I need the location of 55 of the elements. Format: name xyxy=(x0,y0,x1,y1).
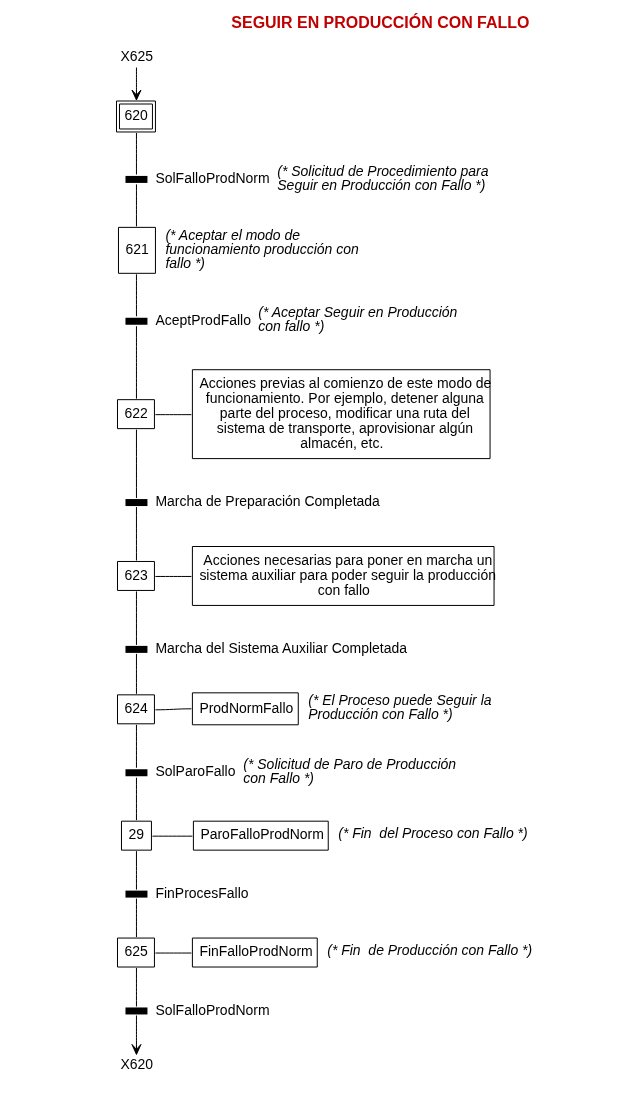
connector xyxy=(135,183,137,227)
node-text: X625 xyxy=(119,47,153,64)
node-box: Acciones necesarias para poner en marcha un sistema auxiliar para poder seguir la producción con fallo xyxy=(191,546,495,606)
node-label: (* Fin de Producción con Fallo *) xyxy=(326,942,532,959)
connector xyxy=(135,273,137,317)
connector xyxy=(135,850,137,891)
connector xyxy=(154,708,192,711)
arrow xyxy=(130,1014,141,1055)
node-box: FinFalloProdNorm xyxy=(191,937,318,968)
connector xyxy=(135,325,137,400)
connector xyxy=(135,590,137,646)
node-label: SolFalloProdNorm xyxy=(154,170,270,187)
connector xyxy=(154,414,192,416)
node-bar xyxy=(125,317,147,325)
node-box: 625 xyxy=(116,937,155,968)
node-label: Marcha de Preparación Completada xyxy=(154,493,380,510)
node-box: 623 xyxy=(116,561,155,591)
node-label: SolParoFallo xyxy=(154,763,235,780)
node-label: (* Aceptar Seguir en Producción con fallo *) xyxy=(257,304,457,335)
node-bar xyxy=(125,645,147,653)
node-label: SolFalloProdNorm xyxy=(154,1001,270,1018)
arrow xyxy=(130,67,141,101)
diagram-title: SEGUIR EN PRODUCCIÓN CON FALLO xyxy=(230,14,529,32)
node-box: Acciones previas al comienzo de este modo de funcionamiento. Por ejemplo, detener alguna parte del proceso, modificar una ruta del sistema de transporte, aprovisionar algún almacén, etc. xyxy=(191,369,491,460)
node-label: Marcha del Sistema Auxiliar Completada xyxy=(154,640,407,657)
connector xyxy=(135,777,137,821)
node-label: FinProcesFallo xyxy=(154,884,249,901)
node-label: AceptProdFallo xyxy=(154,311,251,328)
node-box: 624 xyxy=(116,694,155,725)
node-bar xyxy=(125,175,147,183)
connector xyxy=(135,429,137,499)
node-box: 29 xyxy=(120,820,152,851)
connector xyxy=(135,653,137,695)
node-bar xyxy=(125,769,147,777)
connector xyxy=(135,967,137,1007)
connector xyxy=(135,132,137,175)
node-text: X620 xyxy=(119,1055,153,1072)
node-box: 622 xyxy=(116,399,155,430)
node-label: (* Solicitud de Procedimiento para Seguir en Producción con Fallo *) xyxy=(276,162,488,193)
node-bar xyxy=(125,890,147,898)
node-bar xyxy=(125,1007,147,1015)
connector xyxy=(151,835,193,837)
node-box: ProdNormFallo xyxy=(191,692,299,726)
node-label: (* Solicitud de Paro de Producción con Fallo *) xyxy=(242,755,456,786)
connector xyxy=(135,724,137,769)
connector xyxy=(154,952,192,954)
node-label: (* El Proceso puede Seguir la Producción con Fallo *) xyxy=(307,692,492,722)
node-label: (* Fin del Proceso con Fallo *) xyxy=(337,825,528,842)
node-box: 621 xyxy=(117,226,156,274)
node-box: ParoFalloProdNorm xyxy=(192,820,329,851)
connector xyxy=(135,506,137,561)
connector xyxy=(135,898,137,938)
node-bar xyxy=(125,499,147,507)
connector xyxy=(154,575,192,577)
node-label: (* Aceptar el modo de funcionamiento producción con fallo *) xyxy=(164,226,359,271)
